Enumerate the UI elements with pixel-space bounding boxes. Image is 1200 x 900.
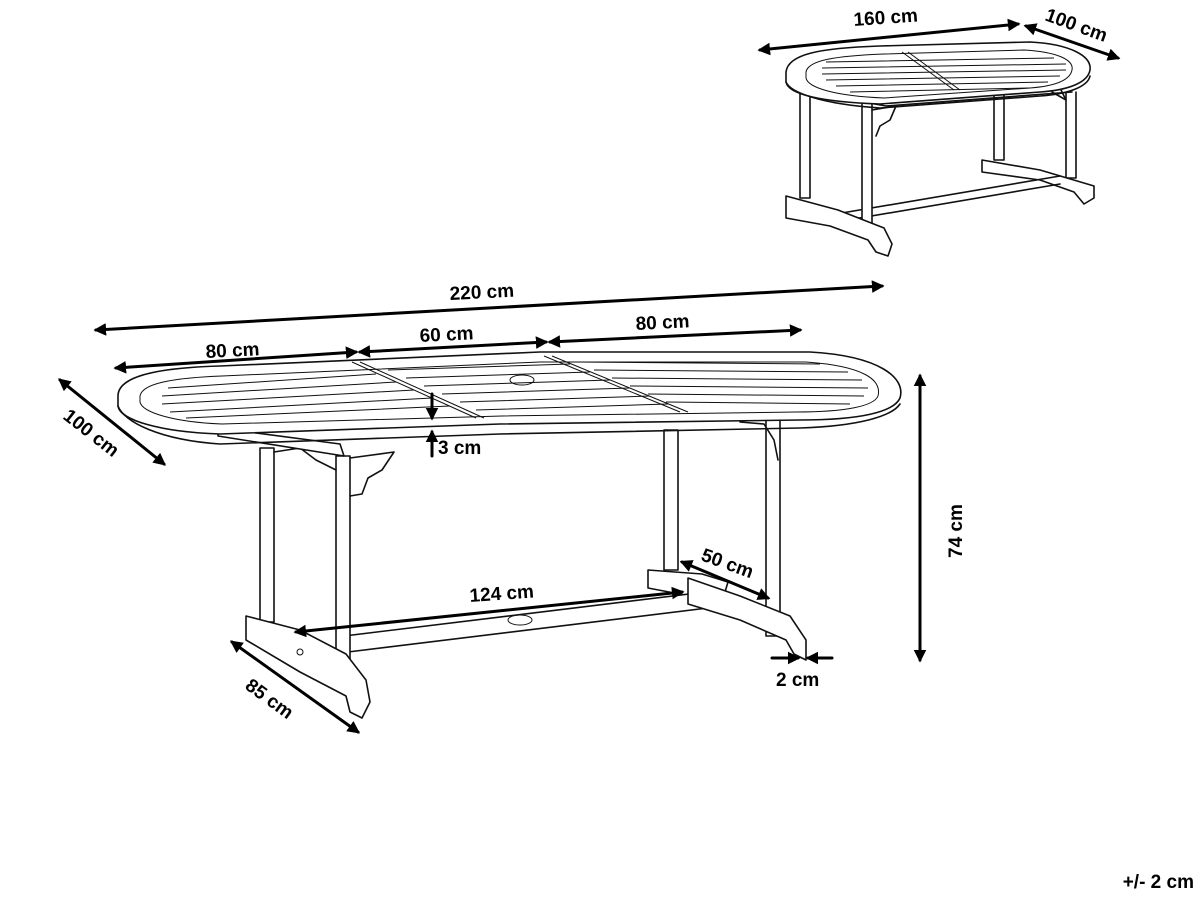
tolerance-note: +/- 2 cm bbox=[1122, 872, 1194, 893]
stretcher-length-label: 124 cm bbox=[469, 582, 535, 607]
middle-leaf-label: 60 cm bbox=[419, 323, 474, 347]
top-thickness-label: 3 cm bbox=[438, 438, 481, 459]
small-width-label: 100 cm bbox=[1042, 5, 1110, 47]
dimension-arrows bbox=[58, 18, 1121, 734]
small-table-drawing bbox=[785, 41, 1095, 257]
large-table-drawing bbox=[117, 351, 902, 719]
small-length-label: 160 cm bbox=[853, 6, 919, 31]
height-label: 74 cm bbox=[946, 504, 967, 558]
total-length-label: 220 cm bbox=[449, 281, 514, 305]
right-leaf-label: 80 cm bbox=[635, 311, 690, 335]
left-leaf-label: 80 cm bbox=[205, 339, 260, 363]
width-label: 100 cm bbox=[59, 405, 123, 461]
leg-thickness-label: 2 cm bbox=[776, 670, 819, 691]
